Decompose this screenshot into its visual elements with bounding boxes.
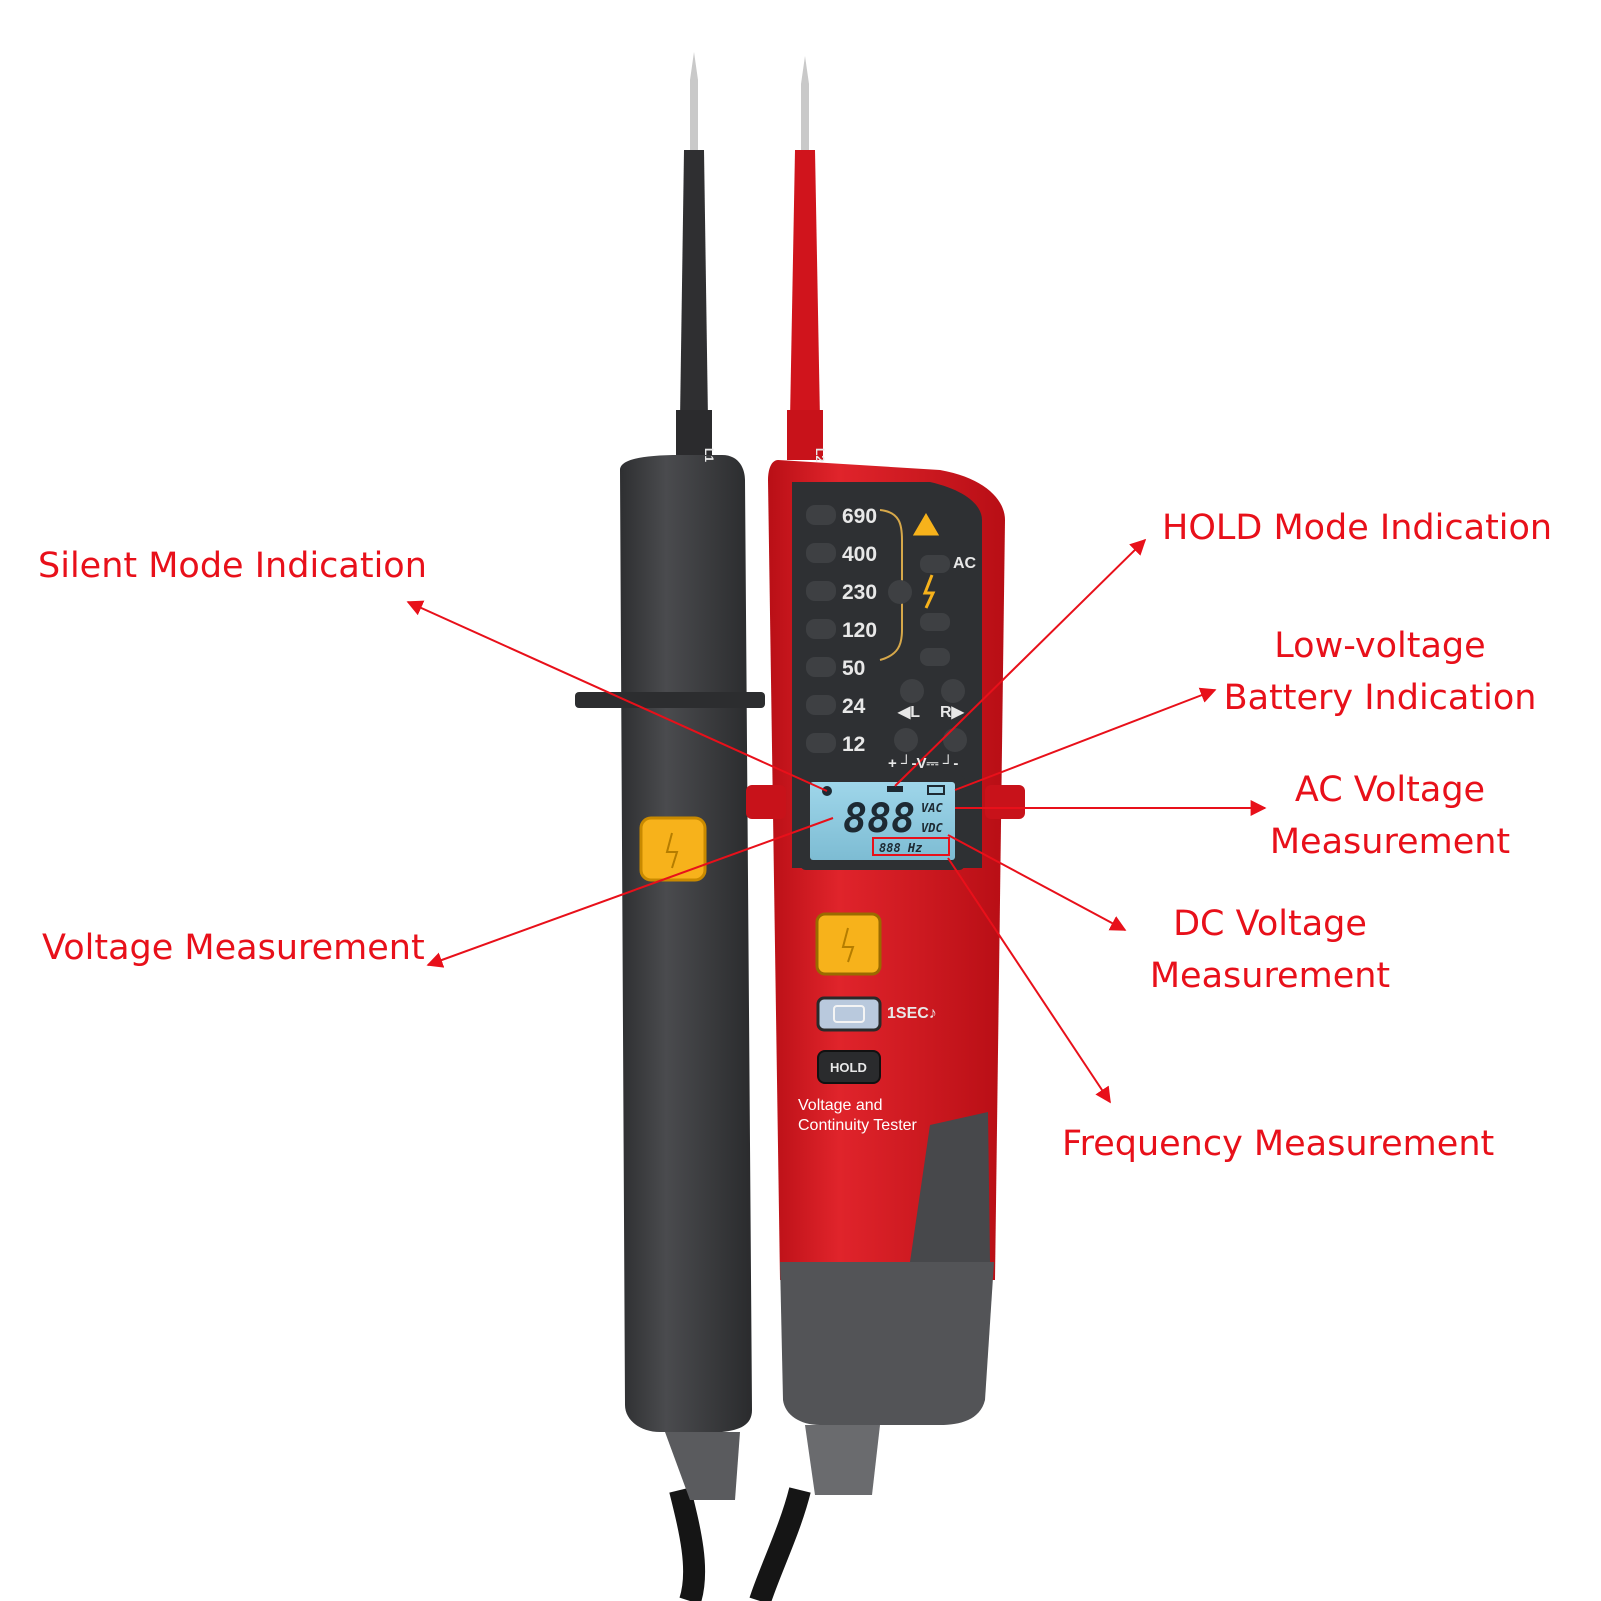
left-probe bbox=[676, 52, 712, 460]
led-panel bbox=[792, 482, 982, 868]
label-voltage-measurement: Voltage Measurement bbox=[42, 928, 425, 968]
hold-button bbox=[817, 1050, 881, 1084]
voltage-scale: 690 400 230 120 50 24 12 bbox=[842, 505, 877, 756]
lcd-digits: 888 bbox=[843, 796, 915, 842]
scale-24: 24 bbox=[842, 695, 866, 718]
left-cable bbox=[669, 1487, 706, 1601]
label-low-voltage-line1: Low-voltage bbox=[1274, 626, 1486, 666]
lcd-vdc: VDC bbox=[921, 821, 943, 835]
left-yellow-button bbox=[639, 816, 707, 882]
probe-right-mark: L2 bbox=[813, 448, 827, 462]
arrow-voltage bbox=[426, 817, 834, 968]
sec-label: 1SEC♪ bbox=[887, 1005, 937, 1022]
right-side-lug-right bbox=[985, 785, 1025, 819]
led-column bbox=[806, 505, 836, 753]
hold-label: HOLD bbox=[830, 1060, 867, 1075]
torch-button bbox=[816, 996, 882, 1032]
scale-690: 690 bbox=[842, 505, 877, 528]
right-cable bbox=[749, 1487, 811, 1601]
polarity-label: + ┘-V⎓ ┘- bbox=[888, 754, 958, 772]
label-low-voltage: Low-voltage Battery Indication bbox=[1220, 620, 1540, 724]
lightning-icon bbox=[922, 574, 936, 609]
label-ac-voltage-line1: AC Voltage bbox=[1294, 770, 1486, 810]
probe-left-mark: L1 bbox=[702, 448, 716, 462]
right-yellow-button bbox=[815, 912, 882, 976]
label-dc-voltage-line2: Measurement bbox=[1149, 956, 1391, 996]
left-clip bbox=[575, 692, 765, 708]
right-probe bbox=[787, 56, 823, 460]
hold-indicator bbox=[887, 786, 903, 792]
right-side-lug-left bbox=[746, 785, 786, 819]
device-name-line1: Voltage and bbox=[798, 1097, 883, 1114]
label-dc-voltage-line1: DC Voltage bbox=[1173, 904, 1367, 944]
phase-left-label: ◀L bbox=[897, 704, 920, 721]
scale-120: 120 bbox=[842, 619, 877, 642]
ac-label: AC bbox=[953, 555, 977, 572]
battery-icon bbox=[927, 785, 945, 795]
arrow-hold-mode bbox=[894, 538, 1147, 787]
label-low-voltage-line2: Battery Indication bbox=[1223, 678, 1537, 718]
lcd-screen bbox=[810, 782, 955, 860]
warning-triangle-icon bbox=[911, 511, 941, 537]
label-ac-voltage: AC Voltage Measurement bbox=[1260, 764, 1520, 868]
scale-230: 230 bbox=[842, 581, 877, 604]
label-frequency: Frequency Measurement bbox=[1062, 1124, 1495, 1164]
arrow-low-voltage bbox=[954, 687, 1217, 791]
annotation-arrows bbox=[406, 538, 1267, 1104]
scale-400: 400 bbox=[842, 543, 877, 566]
right-body-grey-end bbox=[780, 1262, 994, 1425]
phase-right-label: R▶ bbox=[940, 704, 965, 721]
scale-12: 12 bbox=[842, 733, 865, 756]
label-ac-voltage-line2: Measurement bbox=[1269, 822, 1511, 862]
arrow-frequency bbox=[947, 857, 1111, 1104]
device-name-line2: Continuity Tester bbox=[798, 1117, 918, 1134]
arrow-silent-mode bbox=[406, 600, 828, 792]
left-body-grip bbox=[665, 1432, 740, 1500]
scale-50: 50 bbox=[842, 657, 865, 680]
lcd-freq: 888 Hz bbox=[879, 841, 922, 855]
left-body bbox=[620, 455, 752, 1432]
label-silent-mode: Silent Mode Indication bbox=[38, 546, 427, 586]
label-dc-voltage: DC Voltage Measurement bbox=[1140, 898, 1400, 1002]
freq-box bbox=[872, 837, 950, 856]
arrow-dc-voltage bbox=[947, 834, 1127, 931]
label-hold-mode: HOLD Mode Indication bbox=[1162, 508, 1553, 548]
lcd-vac: VAC bbox=[921, 801, 943, 815]
